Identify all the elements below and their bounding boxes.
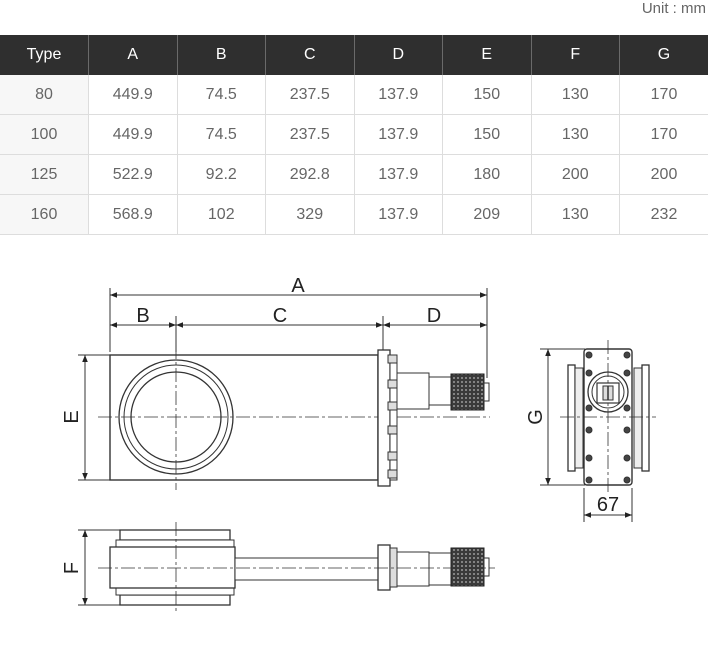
col-header-e: E: [442, 35, 532, 75]
table-cell: 170: [619, 114, 708, 155]
col-header-a: A: [88, 35, 178, 75]
table-cell: 74.5: [177, 75, 266, 115]
table-row: 160 568.9 102 329 137.9 209 130 232: [0, 194, 708, 235]
table-cell: 102: [177, 194, 266, 235]
table-cell: 232: [619, 194, 708, 235]
table-row: 80 449.9 74.5 237.5 137.9 150 130 170: [0, 75, 708, 115]
table-cell: 568.9: [88, 194, 178, 235]
table-cell: 130: [531, 194, 620, 235]
table-cell: 80: [0, 75, 89, 115]
table-cell: 170: [619, 75, 708, 115]
table-cell: 237.5: [265, 75, 355, 115]
dim-label-f: F: [61, 562, 83, 574]
table-header-row: Type A B C D E F G: [0, 35, 708, 75]
table-cell: 160: [0, 194, 89, 235]
dim-label-a: A: [291, 275, 305, 297]
dim-label-e: E: [61, 410, 83, 423]
dim-label-d: D: [427, 305, 441, 327]
front-view: [78, 288, 490, 490]
table-row: 125 522.9 92.2 292.8 137.9 180 200 200: [0, 154, 708, 195]
unit-label: Unit : mm: [641, 0, 706, 17]
table-cell: 200: [531, 154, 620, 195]
table-cell: 137.9: [354, 114, 443, 155]
table-cell: 150: [442, 114, 532, 155]
table-cell: 292.8: [265, 154, 355, 195]
table-cell: 200: [619, 154, 708, 195]
col-header-g: G: [619, 35, 708, 75]
table-cell: 449.9: [88, 114, 178, 155]
table-cell: 92.2: [177, 154, 266, 195]
side-view: [540, 340, 656, 522]
dim-label-g: G: [525, 409, 547, 425]
bottom-view: [78, 522, 495, 612]
table-cell: 329: [265, 194, 355, 235]
col-header-c: C: [265, 35, 355, 75]
col-header-f: F: [531, 35, 620, 75]
table-cell: 180: [442, 154, 532, 195]
col-header-type: Type: [0, 35, 89, 75]
col-header-d: D: [354, 35, 443, 75]
dimension-table: Type A B C D E F G 80 449.9 74.5 237.5 1…: [0, 35, 708, 235]
dim-label-b: B: [136, 305, 149, 327]
table-cell: 150: [442, 75, 532, 115]
table-cell: 449.9: [88, 75, 178, 115]
col-header-b: B: [177, 35, 266, 75]
dim-label-c: C: [273, 305, 287, 327]
table-cell: 74.5: [177, 114, 266, 155]
table-cell: 130: [531, 114, 620, 155]
table-cell: 237.5: [265, 114, 355, 155]
table-cell: 137.9: [354, 194, 443, 235]
table-cell: 100: [0, 114, 89, 155]
table-cell: 522.9: [88, 154, 178, 195]
table-cell: 209: [442, 194, 532, 235]
table-row: 100 449.9 74.5 237.5 137.9 150 130 170: [0, 114, 708, 155]
table-cell: 137.9: [354, 154, 443, 195]
table-cell: 125: [0, 154, 89, 195]
table-cell: 130: [531, 75, 620, 115]
dim-label-67: 67: [597, 494, 619, 516]
table-cell: 137.9: [354, 75, 443, 115]
